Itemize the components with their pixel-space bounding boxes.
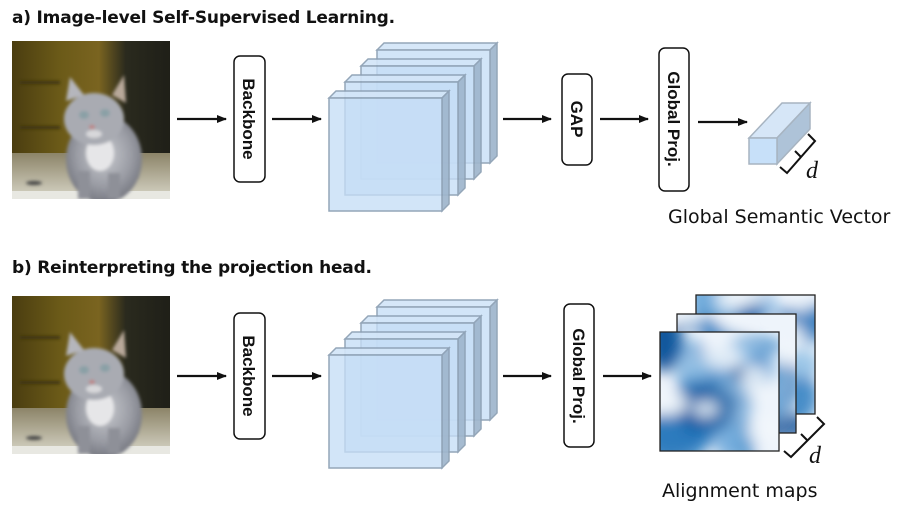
global-proj-block-a: Global Proj.: [658, 47, 690, 192]
alignment-map: [659, 331, 780, 452]
panel-b-title: b) Reinterpreting the projection head.: [12, 258, 372, 278]
feature-map-slice: [327, 89, 451, 213]
global-proj-label: Global Proj.: [569, 328, 588, 423]
global-proj-label: Global Proj.: [664, 71, 683, 166]
panel-a-title: a) Image-level Self-Supervised Learning.: [12, 8, 395, 28]
global-proj-block-b: Global Proj.: [563, 303, 595, 448]
feature-map-slice: [327, 346, 451, 470]
backbone-label: Backbone: [239, 335, 258, 416]
feature-maps-a: [327, 41, 499, 213]
feature-maps-b: [327, 298, 499, 470]
panel-a: Backbone GAP Global Proj. d: [12, 41, 819, 213]
backbone-block-a: Backbone: [233, 55, 266, 183]
input-image-b: [12, 296, 170, 458]
semantic-vector-icon: [747, 101, 812, 166]
dimension-label-b: d: [809, 443, 822, 469]
panel-b: Backbone Global Proj. d: [12, 294, 826, 470]
alignment-maps: [659, 294, 816, 452]
output-caption-a: Global Semantic Vector: [668, 206, 891, 228]
backbone-block-b: Backbone: [233, 312, 266, 440]
dimension-bracket-a: d: [779, 133, 819, 184]
dimension-label-a: d: [806, 158, 819, 184]
output-caption-b: Alignment maps: [662, 480, 818, 502]
dimension-bracket-b: d: [783, 416, 826, 469]
input-image-a: [12, 41, 170, 203]
gap-block: GAP: [561, 73, 593, 166]
gap-label: GAP: [567, 101, 586, 138]
backbone-label: Backbone: [239, 78, 258, 159]
